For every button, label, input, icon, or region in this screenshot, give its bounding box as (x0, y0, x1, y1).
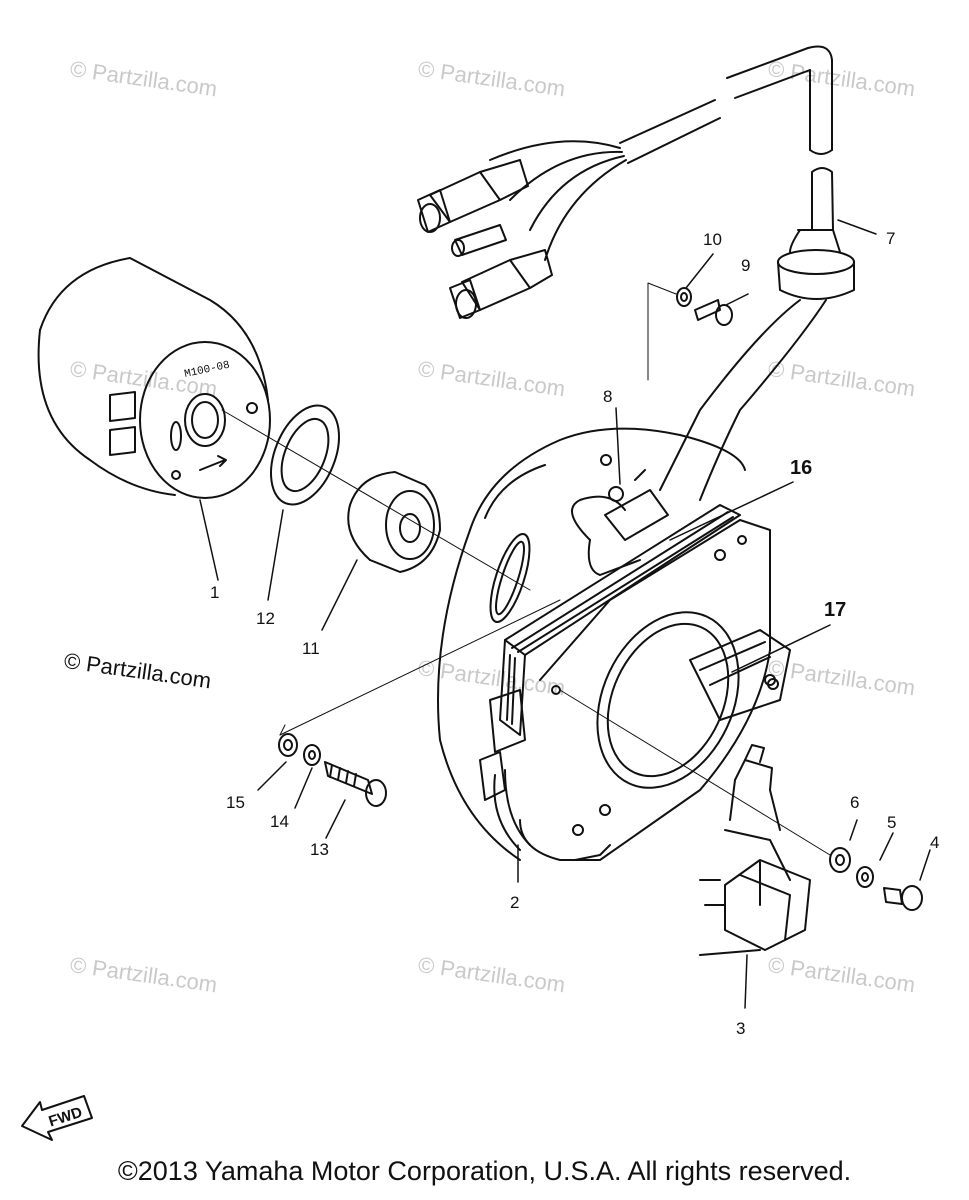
wire-harness (417, 45, 855, 501)
washer-6 (829, 847, 851, 873)
washer-5 (856, 866, 874, 888)
alignment-lines (221, 282, 831, 856)
leader-lines (199, 219, 931, 1009)
rotor: M100-08 (37, 257, 271, 499)
callout-11[interactable]: 11 (302, 639, 320, 658)
screw-9 (694, 299, 733, 326)
callout-14[interactable]: 14 (270, 812, 289, 831)
callout-6[interactable]: 6 (850, 793, 859, 812)
callout-13[interactable]: 13 (310, 840, 329, 859)
callout-1[interactable]: 1 (210, 583, 219, 602)
screw-13 (324, 761, 387, 807)
washer-14 (303, 744, 321, 766)
nut (347, 471, 441, 573)
callout-10[interactable]: 10 (703, 230, 722, 249)
rotor-marking: M100-08 (183, 360, 231, 381)
callout-16[interactable]: 16 (790, 457, 812, 479)
washer (270, 404, 340, 506)
washer-10 (676, 287, 692, 307)
callout-2[interactable]: 2 (510, 893, 519, 912)
coil (489, 469, 741, 753)
callout-12[interactable]: 12 (256, 609, 275, 628)
condenser-assembly (699, 744, 811, 956)
copyright-notice: ©2013 Yamaha Motor Corporation, U.S.A. A… (117, 1156, 852, 1186)
callout-7[interactable]: 7 (886, 229, 895, 248)
callout-15[interactable]: 15 (226, 793, 245, 812)
screw-4 (883, 885, 923, 911)
callout-17[interactable]: 17 (824, 599, 846, 621)
callout-5[interactable]: 5 (887, 813, 896, 832)
washer-15 (278, 733, 298, 757)
callout-9[interactable]: 9 (741, 256, 750, 275)
callout-8[interactable]: 8 (603, 387, 612, 406)
lower-coil-stack (479, 751, 531, 851)
callout-4[interactable]: 4 (930, 833, 939, 852)
pulser-coil (689, 629, 791, 721)
fwd-arrow-icon: FWD (21, 1095, 93, 1141)
callout-3[interactable]: 3 (736, 1019, 745, 1038)
